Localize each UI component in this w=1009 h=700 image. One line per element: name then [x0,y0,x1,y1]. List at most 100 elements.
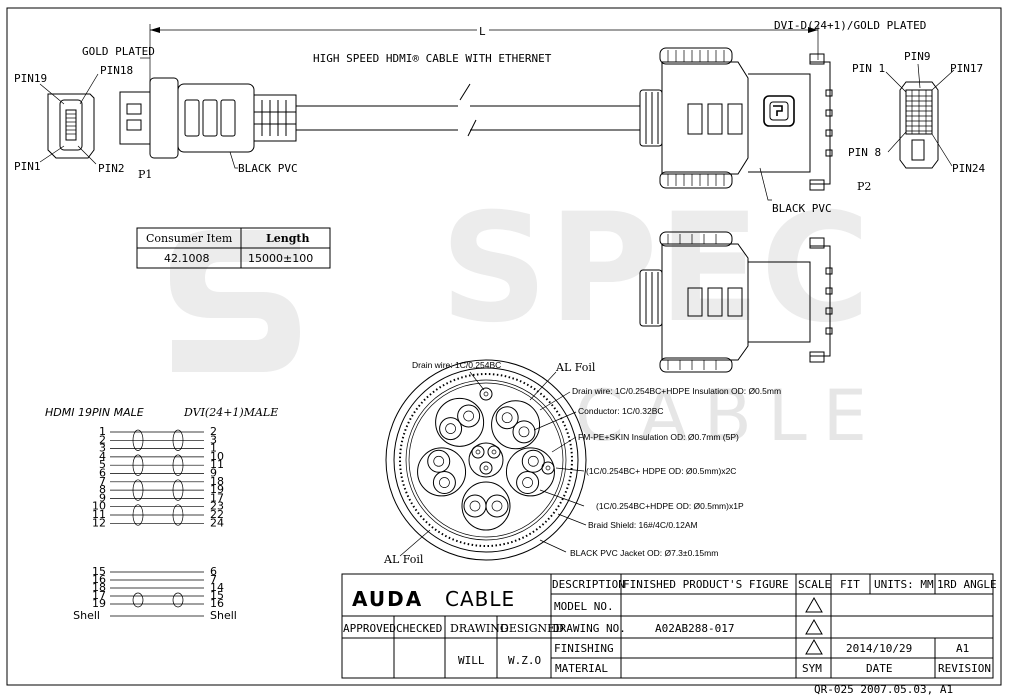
tb-angle: 1RD ANGLE [937,578,997,591]
cable-title: HIGH SPEED HDMI® CABLE WITH ETHERNET [313,52,552,65]
p2-pin17-label: PIN17 [950,62,983,75]
wiring-right-pin: 7 [210,573,217,586]
wiring-left-pin: 9 [99,491,106,504]
tb-designed: DESIGNED [500,622,564,635]
cs-al-foil-top: AL Foil [555,361,596,374]
cs-pair-2c: (1C/0.254BC+ HDPE OD: Ø0.5mm)x2C [586,466,736,476]
length-label: L [479,25,486,38]
pair-bundle [435,397,485,447]
cs-conductor: Conductor: 1C/0.32BC [578,406,664,416]
tb-sym: SYM [802,662,822,675]
pair-bundle [505,447,555,497]
dvi-connector-p2 [639,47,833,201]
pair-wire [457,404,481,428]
tb-description-label: DESCRIPTION [552,578,625,591]
p2-pin9-label: PIN9 [904,50,931,63]
cs-braid: Braid Shield: 16#/4C/0.12AM [588,520,698,530]
tb-drawing: DRAWING [450,622,509,635]
tb-description-value: FINISHED PRODUCT'S FIGURE [623,578,789,591]
cs-jacket: BLACK PVC Jacket OD: Ø7.3±0.15mm [570,548,718,558]
pair-wire [463,494,487,518]
tb-date-value: 2014/10/29 [846,642,912,655]
dvi-side-view [639,231,833,373]
wiring-left-pin: 4 [99,450,106,463]
wiring-right-pin: 18 [210,475,224,488]
pair-wire [439,417,463,441]
wiring-left-pin: 7 [99,475,106,488]
pair-wire [485,494,509,518]
pair-wire [427,449,451,473]
wiring-shield-oval [132,592,144,608]
wiring-left-pin: Shell [73,609,100,622]
tb-drawing-no-label: DRAWING NO. [553,622,626,635]
cross-section-callouts [399,371,587,557]
gold-plated-label: GOLD PLATED [82,45,155,58]
wiring-left-title: HDMI 19PIN MALE [45,406,144,419]
p1-label: P1 [138,168,152,181]
wiring-left-pin: 15 [92,565,106,578]
tb-drawer: WILL [458,654,485,667]
wiring-shield-oval [132,479,144,501]
tb-form-no: QR-025 2007.05.03, A1 [814,683,953,696]
pair-bundle [491,400,541,450]
tb-brand-rest: CABLE [445,587,515,611]
item-table-header-item: Consumer Item [146,232,233,245]
pair-wire [521,449,545,473]
pair-conductor [463,410,474,422]
wiring-left-pin: 10 [92,500,106,513]
wiring-shield-oval [132,504,144,526]
wiring-right-title: DVI(24+1)MALE [183,406,278,419]
hdmi-end-view [39,73,99,165]
tb-designer: W.Z.O [508,654,541,667]
watermark-word-cable: CABLE [575,375,883,457]
cs-drain-top: Drain wire: 1C/0.254BC [412,360,501,370]
watermark: SPEC CABLE [170,182,883,457]
cs-drain-right: Drain wire: 1C/0.254BC+HDPE Insulation O… [572,386,781,396]
cs-al-foil-bottom: AL Foil [383,553,424,566]
wiring-right-pin: 1 [210,442,217,455]
tb-scale-value: FIT [840,578,860,591]
length-dimension: L [149,24,819,95]
wiring-right-pin: 6 [210,565,217,578]
wiring-right-pin: 14 [210,581,224,594]
wiring-left-pin: 6 [99,467,106,480]
pair-conductor [522,477,533,488]
pair-conductor [469,500,481,512]
title-block [341,573,994,679]
wiring-shield-oval [172,504,184,526]
p1-pin19-label: PIN19 [14,72,47,85]
tb-drawing-no-value: A02AB288-017 [655,622,734,635]
tb-units: UNITS: MM [874,578,934,591]
p2-pin24-label: PIN24 [952,162,985,175]
wiring-left-pin: 2 [99,433,106,446]
tb-material-label: MATERIAL [555,662,608,675]
tb-model-label: MODEL NO. [554,600,614,613]
wiring-left-pin: 12 [92,516,106,529]
wiring-right-pin: 16 [210,597,224,610]
p1-pin2-label: PIN2 [98,162,125,175]
dvi-end-view [885,63,955,169]
wiring-left-pin: 18 [92,581,106,594]
wiring-left-pin: 1 [99,425,106,438]
watermark-logo-s [170,230,300,372]
sheet-border [6,7,1002,686]
wiring-left-pin: 16 [92,573,106,586]
pair-conductor [518,426,530,438]
tb-revision-label: REVISION [938,662,991,675]
pair-conductor [433,455,445,467]
tb-scale-label: SCALE [798,578,831,591]
tb-approved: APPROVED [343,622,396,635]
pair-wire [432,471,456,495]
wiring-right-pin: 19 [210,483,224,496]
wiring-left-pin: 17 [92,589,106,602]
pair-conductor [501,412,513,424]
watermark-word-spec: SPEC [440,182,871,356]
wiring-right-pin: 2 [210,425,217,438]
cable-cross-section [385,359,587,561]
wiring-right-pin: Shell [210,609,237,622]
cs-fm-pe: FM-PE+SKIN Insulation OD: Ø0.7mm (5P) [578,432,739,442]
hdmi-connector-p1 [119,77,640,169]
pair-conductor [445,423,456,434]
tb-revision-value: A1 [956,642,969,655]
